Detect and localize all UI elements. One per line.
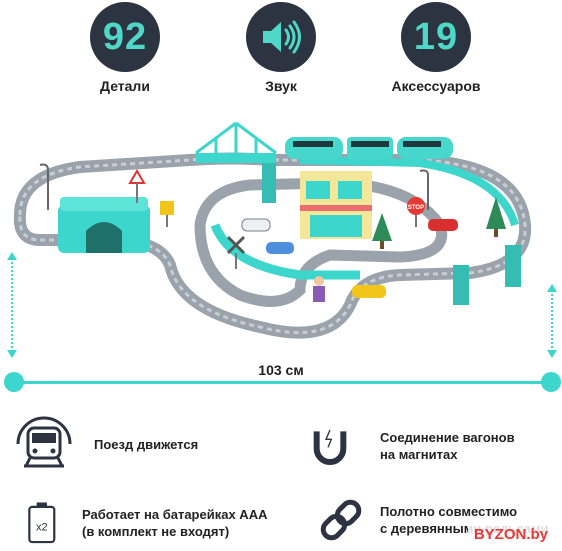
warning-sign: [128, 169, 146, 184]
stop-sign-text: STOP: [408, 205, 424, 211]
feature-train-moves: Поезд движется: [14, 414, 198, 474]
tunnel: [58, 197, 150, 253]
car: [241, 218, 271, 232]
feature-text: на магнитах: [380, 447, 458, 462]
tree: [372, 213, 392, 249]
feature-text: Полотно совместимо: [380, 504, 518, 519]
height-dimension-left: [11, 258, 13, 352]
feature-text: Работает на батарейках ААА: [82, 507, 268, 522]
sign-board: [160, 201, 174, 215]
dimension-endpoint: [541, 372, 561, 392]
length-label: 103 см: [258, 362, 304, 378]
feature-battery: x2 Работает на батарейках ААА (в комплек…: [22, 495, 267, 551]
car: [352, 285, 386, 298]
height-dimension-right: [551, 290, 553, 352]
car: [266, 242, 294, 254]
stop-sign: STOP: [407, 197, 425, 227]
bridge: [195, 121, 277, 203]
tree: [486, 197, 506, 237]
support-pillar: [453, 265, 469, 305]
street-lamp: [39, 163, 49, 210]
magnet-icon: [313, 429, 347, 465]
arrow-down-icon: [547, 350, 557, 358]
track-elevated: [210, 223, 360, 280]
train-icon: [16, 416, 72, 468]
battery-icon: x2: [28, 502, 56, 544]
accessories-label: Аксессуаров: [391, 78, 481, 94]
car: [428, 219, 458, 231]
dimension-endpoint: [4, 372, 24, 392]
speaker-icon: [246, 2, 316, 72]
feature-text: (в комплект не входят): [82, 524, 230, 539]
feature-magnets: Соединение вагонов на магнитах: [310, 418, 515, 474]
stat-accessories: 19 Аксессуаров: [376, 2, 496, 94]
length-dimension-line: [12, 381, 550, 384]
train: [285, 137, 453, 159]
figure: [313, 276, 325, 302]
station-building: [300, 171, 372, 239]
sound-label: Звук: [265, 78, 297, 94]
watermark: BYZON.by: [467, 525, 554, 544]
chain-link-icon: [320, 499, 362, 541]
battery-count: x2: [36, 521, 48, 533]
accessories-count: 19: [401, 2, 471, 72]
street-lamp: [419, 169, 429, 210]
parts-count: 92: [90, 2, 160, 72]
arrow-down-icon: [7, 350, 17, 358]
support-pillar: [505, 245, 521, 287]
feature-text: Соединение вагонов: [380, 430, 515, 445]
train-set-illustration: STOP: [13, 121, 532, 339]
arrow-up-icon: [547, 284, 557, 292]
stat-sound: Звук: [221, 2, 341, 94]
parts-label: Детали: [100, 78, 150, 94]
feature-text: Поезд движется: [94, 436, 199, 452]
crossing-sign: [226, 235, 246, 269]
arrow-up-icon: [7, 252, 17, 260]
stat-parts: 92 Детали: [65, 2, 185, 94]
